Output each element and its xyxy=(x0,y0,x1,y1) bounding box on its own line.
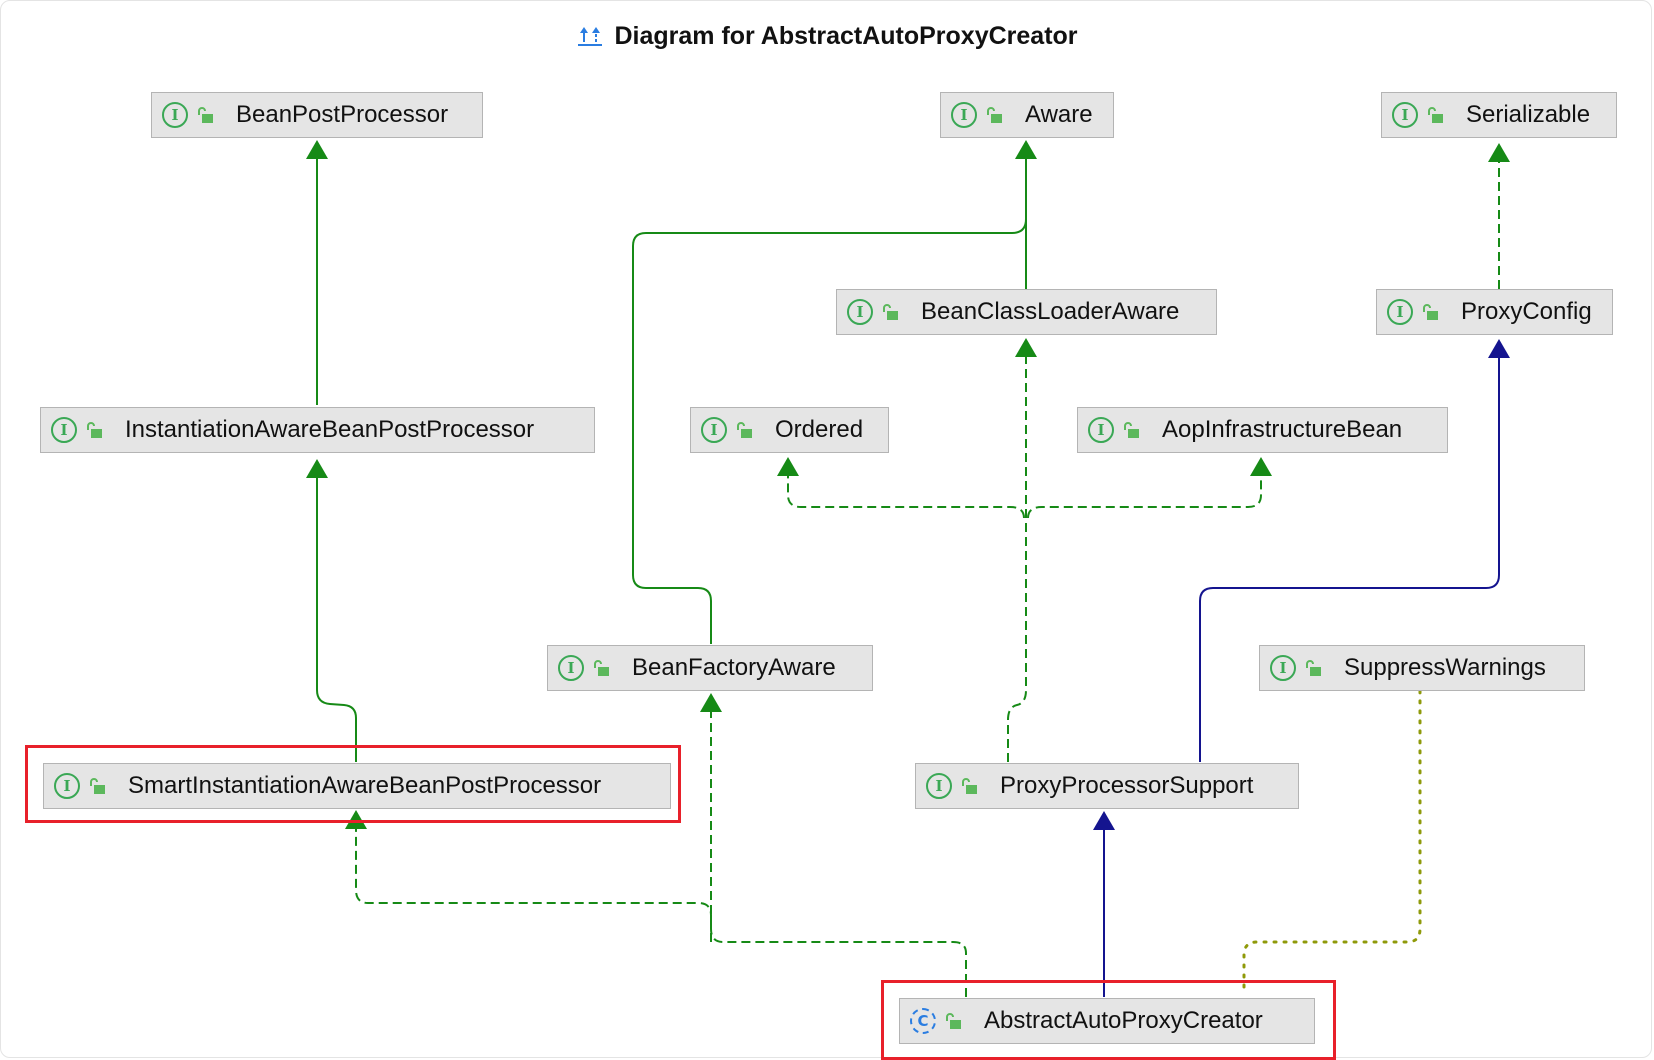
edge-abstract-auto-proxy-creator-to-bean-factory-aware xyxy=(700,693,722,942)
node-name: Serializable xyxy=(1466,101,1591,128)
interface-icon: I xyxy=(847,299,873,325)
public-lock-icon xyxy=(1421,303,1439,321)
edge-instantiation-aware-to-bean-post-processor xyxy=(306,140,328,405)
node-name: AopInfrastructureBean xyxy=(1162,416,1403,443)
public-lock-icon xyxy=(88,777,106,795)
type-hierarchy-icon xyxy=(576,25,604,54)
node-name: BeanFactoryAware xyxy=(632,654,836,681)
interface-icon: I xyxy=(558,655,584,681)
node-name: BeanPostProcessor xyxy=(236,101,449,128)
highlight-box-smart-instantiation-aware xyxy=(25,745,681,823)
node-bean-post-processor[interactable]: I BeanPostProcessor xyxy=(151,92,483,138)
node-name: InstantiationAwareBeanPostProcessor xyxy=(125,416,535,443)
node-aware[interactable]: I Aware xyxy=(940,92,1114,138)
public-lock-icon xyxy=(881,303,899,321)
public-lock-icon xyxy=(1304,659,1322,677)
node-name: ProxyConfig xyxy=(1461,298,1592,325)
node-smart-instantiation-aware-bean-post-processor[interactable]: I SmartInstantiationAwareBeanPostProcess… xyxy=(43,763,671,809)
public-lock-icon xyxy=(735,421,753,439)
node-name: BeanClassLoaderAware xyxy=(921,298,1180,325)
interface-icon: I xyxy=(951,102,977,128)
node-instantiation-aware-bean-post-processor[interactable]: I InstantiationAwareBeanPostProcessor xyxy=(40,407,595,453)
node-bean-factory-aware[interactable]: I BeanFactoryAware xyxy=(547,645,873,691)
interface-icon: I xyxy=(54,773,80,799)
public-lock-icon xyxy=(1426,106,1444,124)
public-lock-icon xyxy=(85,421,103,439)
public-lock-icon xyxy=(196,106,214,124)
edge-proxy-processor-support-to-proxy-config xyxy=(1199,339,1510,762)
diagram-title: Diagram for AbstractAutoProxyCreator xyxy=(0,22,1654,54)
node-name: Aware xyxy=(1025,101,1093,128)
node-bean-class-loader-aware[interactable]: I BeanClassLoaderAware xyxy=(836,289,1217,335)
node-name: SmartInstantiationAwareBeanPostProcessor xyxy=(128,772,602,799)
edge-abstract-auto-proxy-creator-to-proxy-processor-support xyxy=(1093,811,1115,997)
highlight-box-abstract-auto-proxy-creator xyxy=(881,980,1336,1060)
node-name: SuppressWarnings xyxy=(1344,654,1546,681)
node-proxy-config[interactable]: I ProxyConfig xyxy=(1376,289,1613,335)
node-name: AbstractAutoProxyCreator xyxy=(984,1007,1263,1034)
node-ordered[interactable]: I Ordered xyxy=(690,407,889,453)
public-lock-icon xyxy=(960,777,978,795)
node-suppress-warnings[interactable]: I SuppressWarnings xyxy=(1259,645,1585,691)
edge-proxy-processor-support-to-ordered xyxy=(777,457,1025,519)
public-lock-icon xyxy=(592,659,610,677)
node-abstract-auto-proxy-creator[interactable]: C AbstractAutoProxyCreator xyxy=(899,998,1315,1044)
edge-proxy-processor-support-to-bean-class-loader-aware xyxy=(1007,338,1037,762)
edge-proxy-config-to-serializable xyxy=(1488,143,1510,289)
node-name: Ordered xyxy=(775,416,864,443)
interface-icon: I xyxy=(701,417,727,443)
public-lock-icon xyxy=(944,1012,962,1030)
edge-abstract-auto-proxy-creator-to-smart-instantiation-aware xyxy=(345,810,967,997)
interface-icon: I xyxy=(1088,417,1114,443)
interface-icon: I xyxy=(926,773,952,799)
edge-proxy-processor-support-to-aop-infrastructure-bean xyxy=(1027,457,1272,519)
edge-bean-factory-aware-to-aware xyxy=(632,160,1027,644)
public-lock-icon xyxy=(1122,421,1140,439)
interface-icon: I xyxy=(51,417,77,443)
interface-icon: I xyxy=(1270,655,1296,681)
edge-smart-to-instantiation-aware xyxy=(306,459,357,762)
interface-icon: I xyxy=(162,102,188,128)
interface-icon: I xyxy=(1392,102,1418,128)
class-icon: C xyxy=(910,1008,936,1034)
public-lock-icon xyxy=(985,106,1003,124)
node-aop-infrastructure-bean[interactable]: I AopInfrastructureBean xyxy=(1077,407,1448,453)
diagram-title-text: Diagram for AbstractAutoProxyCreator xyxy=(614,22,1078,50)
node-proxy-processor-support[interactable]: I ProxyProcessorSupport xyxy=(915,763,1299,809)
node-name: ProxyProcessorSupport xyxy=(1000,772,1254,799)
interface-icon: I xyxy=(1387,299,1413,325)
node-serializable[interactable]: I Serializable xyxy=(1381,92,1617,138)
edge-abstract-auto-proxy-creator-to-suppress-warnings xyxy=(1242,688,1422,989)
